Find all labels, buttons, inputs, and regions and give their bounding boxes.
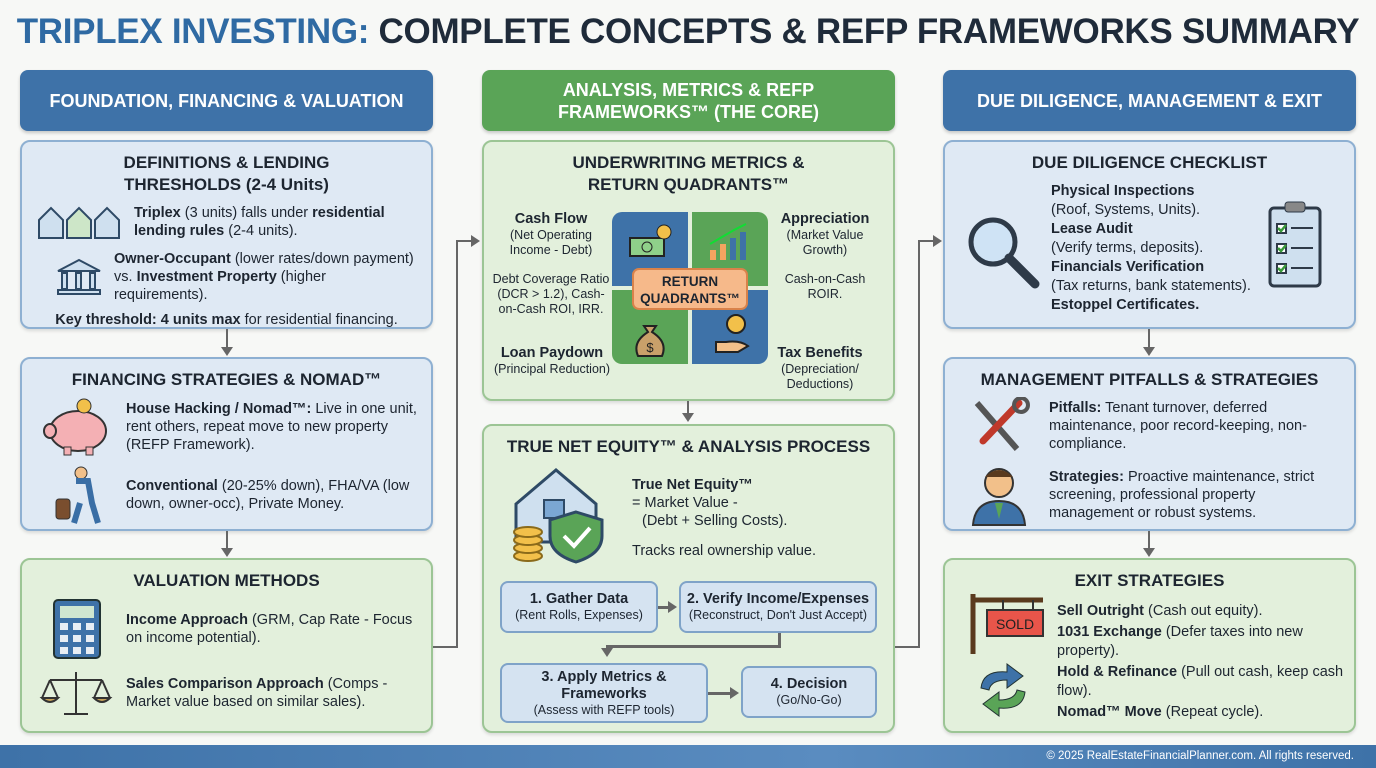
magnifier-icon <box>968 217 1040 289</box>
card-title: TRUE NET EQUITY™ & ANALYSIS PROCESS <box>506 437 871 456</box>
card-title: DEFINITIONS & LENDING THRESHOLDS (2-4 Un… <box>123 153 330 194</box>
arrow-icon <box>221 347 233 356</box>
checklist-item: Estoppel Certificates. <box>1051 297 1200 313</box>
management-card: MANAGEMENT PITFALLS & STRATEGIES Pitfall… <box>943 357 1356 531</box>
return-quadrants-grid: $ RETURN QUADRANTS™ <box>612 212 768 364</box>
sold-sign-icon <box>970 594 1044 654</box>
exit-item: Hold & Refinance (Pull out cash, keep ca… <box>1057 664 1344 699</box>
checklist-item: Lease Audit(Verify terms, deposits). <box>1051 221 1204 256</box>
exit-item: 1031 Exchange (Defer taxes into new prop… <box>1057 624 1303 659</box>
arrow-icon <box>1143 548 1155 557</box>
arrow-icon <box>1143 347 1155 356</box>
card-title: DUE DILIGENCE CHECKLIST <box>1031 153 1268 172</box>
arrow-icon <box>682 413 694 422</box>
exit-item: Nomad™ Move (Repeat cycle). <box>1057 704 1264 720</box>
due-diligence-list: Physical Inspections(Roof, Systems, Unit… <box>1051 182 1251 315</box>
return-quadrants-badge: RETURN QUADRANTS™ <box>632 268 748 310</box>
quadrant-cash-flow: Cash Flow(Net Operating Income - Debt) <box>509 211 593 257</box>
arrow-icon <box>933 235 942 247</box>
property-manager-icon <box>971 468 1027 526</box>
process-step-2: 2. Verify Income/Expenses(Reconstruct, D… <box>679 581 877 633</box>
card-title: FINANCING STRATEGIES & NOMAD™ <box>71 370 382 389</box>
page-title: TRIPLEX INVESTING: COMPLETE CONCEPTS & R… <box>16 12 1360 51</box>
checklist-item: Physical Inspections(Roof, Systems, Unit… <box>1051 183 1201 218</box>
due-diligence-card: DUE DILIGENCE CHECKLIST Physical Inspect… <box>943 140 1356 329</box>
house-shield-icon <box>513 468 604 564</box>
column-header-foundation: FOUNDATION, FINANCING & VALUATION <box>20 70 433 131</box>
equity-card: TRUE NET EQUITY™ & ANALYSIS PROCESS True… <box>482 424 895 733</box>
refinance-cycle-icon <box>980 663 1026 717</box>
money-bag-icon: $ <box>635 325 665 357</box>
card-title: EXIT STRATEGIES <box>1074 571 1225 590</box>
quadrant-loan-paydown: Loan Paydown(Principal Reduction) <box>493 345 611 376</box>
appreciation-metrics: Cash-on-Cash ROIR. <box>784 272 866 301</box>
card-title: MANAGEMENT PITFALLS & STRATEGIES <box>980 370 1319 389</box>
exit-card: EXIT STRATEGIES SOLD Sell Outright (Cash… <box>943 558 1356 733</box>
arrow-icon <box>221 548 233 557</box>
card-title: VALUATION METHODS <box>133 571 320 590</box>
underwriting-card: UNDERWRITING METRICS & RETURN QUADRANTS™… <box>482 140 895 401</box>
tools-icon <box>974 397 1030 451</box>
clipboard-checklist-icon <box>1268 201 1322 288</box>
column-header-due-diligence: DUE DILIGENCE, MANAGEMENT & EXIT <box>943 70 1356 131</box>
cash-flow-metrics: Debt Coverage Ratio (DCR > 1.2), Cash-on… <box>492 272 610 316</box>
valuation-card: VALUATION METHODS Income Approach (GRM, … <box>20 558 433 733</box>
svg-text:$: $ <box>646 340 654 355</box>
calculator-icon <box>53 599 101 659</box>
bank-icon <box>57 258 101 295</box>
quadrant-tax-benefits: Tax Benefits(Depreciation/ Deductions) <box>777 345 863 391</box>
process-step-4: 4. Decision(Go/No-Go) <box>741 666 877 718</box>
column-header-analysis: ANALYSIS, METRICS & REFP FRAMEWORKS™ (TH… <box>482 70 895 131</box>
arrow-icon <box>471 235 480 247</box>
hand-coin-icon <box>715 314 750 353</box>
card-title: UNDERWRITING METRICS & RETURN QUADRANTS™ <box>572 153 805 194</box>
exit-item: Sell Outright (Cash out equity). <box>1057 603 1263 619</box>
growth-chart-icon <box>709 223 747 260</box>
sold-sign-label: SOLD <box>995 616 1035 632</box>
traveler-icon <box>55 466 101 524</box>
quadrant-appreciation: Appreciation(Market Value Growth) <box>780 211 870 257</box>
financing-card: FINANCING STRATEGIES & NOMAD™ House Hack… <box>20 357 433 531</box>
piggy-bank-icon <box>43 398 107 456</box>
houses-icon <box>38 206 120 239</box>
exit-list: Sell Outright (Cash out equity). 1031 Ex… <box>1057 602 1347 722</box>
cash-icon <box>629 224 672 257</box>
key-threshold: Key threshold: 4 units max for residenti… <box>55 312 398 328</box>
process-step-1: 1. Gather Data(Rent Rolls, Expenses) <box>500 581 658 633</box>
footer-copyright: © 2025 RealEstateFinancialPlanner.com. A… <box>0 745 1376 768</box>
scales-icon <box>39 672 113 715</box>
checklist-item: Financials Verification(Tax returns, ban… <box>1051 259 1251 294</box>
true-net-equity-definition: True Net Equity™= Market Value -(Debt + … <box>632 477 817 559</box>
definitions-card: DEFINITIONS & LENDING THRESHOLDS (2-4 Un… <box>20 140 433 329</box>
process-step-3: 3. Apply Metrics & Frameworks(Assess wit… <box>500 663 708 723</box>
